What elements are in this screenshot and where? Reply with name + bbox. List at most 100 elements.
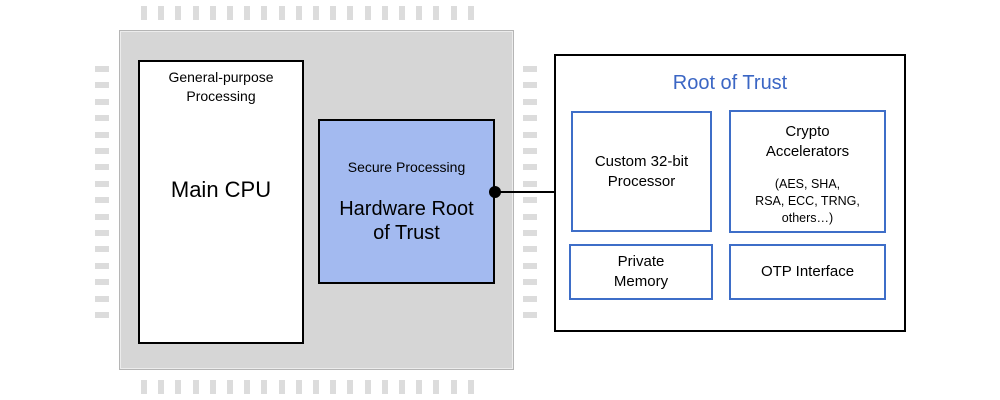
chip-pin: [95, 98, 109, 105]
chip-pin: [209, 380, 216, 394]
block-label: Processor: [607, 172, 676, 190]
chip-pin: [95, 131, 109, 138]
main-cpu-caption-line: General-purpose: [168, 69, 274, 85]
chip-pin: [523, 279, 537, 286]
otp-interface-block: OTP Interface: [729, 244, 886, 300]
connector-dot: [489, 186, 501, 198]
crypto-algorithms-list: (AES, SHA, RSA, ECC, TRNG, others…): [755, 176, 860, 227]
chip-pin: [381, 6, 388, 20]
connector-line: [495, 191, 556, 193]
chip-pin: [467, 6, 474, 20]
chip-pin: [95, 164, 109, 171]
chip-pin: [227, 6, 233, 20]
chip-pin: [192, 6, 199, 20]
block-label: Crypto: [785, 123, 830, 140]
chip-pin: [330, 380, 337, 394]
chip-pin: [364, 6, 371, 20]
chip-pin: [295, 380, 302, 394]
chip-pin: [433, 6, 440, 20]
chip-pin: [244, 6, 251, 20]
custom-processor-block: Custom 32-bit Processor: [571, 111, 712, 232]
chip-pin: [523, 312, 537, 318]
chip-pin: [467, 380, 474, 394]
chip-pin: [523, 98, 537, 105]
block-label: OTP Interface: [760, 263, 855, 280]
chip-pin: [313, 6, 319, 20]
root-of-trust-title: Root of Trust: [672, 72, 788, 94]
chip-pin: [330, 6, 337, 20]
chip-pin: [523, 213, 537, 220]
chip-pin: [244, 380, 251, 394]
chip-pin: [523, 131, 537, 138]
chip-pin: [313, 380, 319, 394]
block-label: Private: [617, 253, 665, 270]
chip-pin: [278, 380, 285, 394]
main-cpu-caption: General-purpose Processing: [140, 68, 302, 106]
chip-pin: [209, 6, 216, 20]
chip-pin: [347, 380, 354, 394]
chip-pin: [381, 380, 388, 394]
hrot-title-line: of Trust: [373, 222, 440, 244]
chip-pin: [227, 380, 233, 394]
block-label: Accelerators: [765, 143, 850, 160]
chip-pin: [95, 230, 109, 236]
chip-pin: [95, 180, 109, 187]
chip-pin: [158, 6, 165, 20]
chip-pin: [433, 380, 440, 394]
main-cpu-block: General-purpose Processing Main CPU: [138, 60, 304, 344]
private-memory-block: Private Memory: [569, 244, 713, 300]
chip-pin: [158, 380, 165, 394]
chip-pin: [399, 6, 405, 20]
chip-pin: [523, 148, 537, 154]
chip-pin: [95, 279, 109, 286]
hardware-root-of-trust-block: Secure Processing Hardware Root of Trust: [318, 119, 495, 284]
chip-pin: [175, 380, 182, 394]
chip-pin: [95, 82, 109, 89]
chip-pin: [261, 6, 268, 20]
chip-pin: [95, 148, 109, 154]
chip-pin: [261, 380, 268, 394]
chip-pin: [347, 6, 354, 20]
secure-processing-caption: Secure Processing: [347, 159, 466, 175]
chip-pin: [523, 164, 537, 171]
chip-pin: [523, 262, 537, 269]
chip-pin: [95, 312, 109, 318]
chip-pin: [523, 295, 537, 302]
algorithm-line: (AES, SHA,: [774, 177, 841, 191]
chip-pin: [278, 6, 285, 20]
chip-pin: [523, 82, 537, 89]
hrot-title-line: Hardware Root: [339, 198, 474, 220]
chip-pin: [295, 6, 302, 20]
chip-pin: [523, 246, 537, 253]
chip-pin: [95, 246, 109, 253]
chip-pin: [95, 295, 109, 302]
chip-pin: [416, 6, 423, 20]
chip-pin: [141, 380, 147, 394]
chip-pin: [95, 115, 109, 122]
chip-pin: [416, 380, 423, 394]
chip-pin: [364, 380, 371, 394]
chip-pin: [95, 213, 109, 220]
main-cpu-caption-line: Processing: [186, 88, 256, 104]
algorithm-line: RSA, ECC, TRNG,: [755, 194, 860, 208]
chip-pin: [523, 230, 537, 236]
chip-pin: [450, 380, 457, 394]
crypto-accelerators-block: Crypto Accelerators (AES, SHA, RSA, ECC,…: [729, 110, 886, 233]
chip-pin: [192, 380, 199, 394]
chip-pin: [523, 197, 537, 204]
chip-pin: [523, 115, 537, 122]
chip-pin: [523, 180, 537, 187]
chip-pin: [95, 66, 109, 72]
main-cpu-title: Main CPU: [170, 177, 272, 202]
chip-pin: [95, 197, 109, 204]
block-label: Memory: [613, 273, 669, 290]
algorithm-line: others…): [781, 211, 834, 225]
chip-pin: [175, 6, 182, 20]
hardware-root-of-trust-title: Hardware Root of Trust: [320, 197, 493, 245]
chip-pin: [95, 262, 109, 269]
chip-pin: [523, 66, 537, 72]
block-label: Custom 32-bit: [594, 152, 689, 170]
chip-pin: [141, 6, 147, 20]
chip-pin: [450, 6, 457, 20]
chip-pin: [399, 380, 405, 394]
